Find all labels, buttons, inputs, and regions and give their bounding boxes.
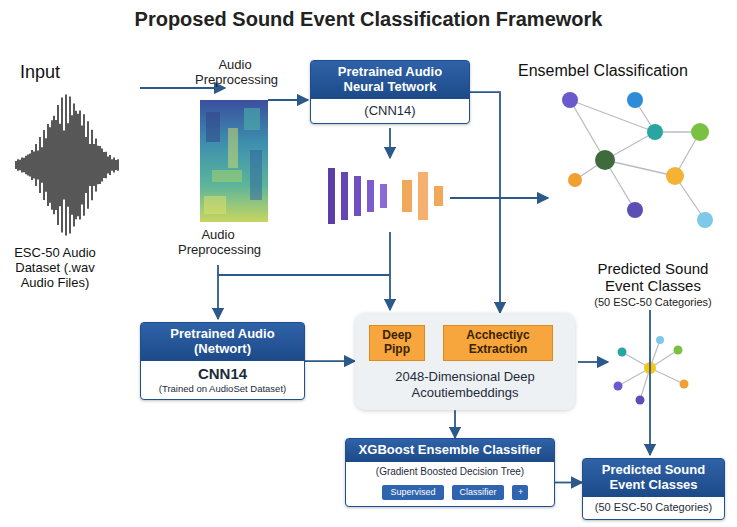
flow-arrow bbox=[305, 360, 355, 362]
tag-button: + bbox=[512, 485, 528, 500]
tag-button: Classifier bbox=[452, 485, 504, 500]
embedding-panel: 2048-Dimensional Deep Acoutiembeddings De… bbox=[355, 313, 575, 410]
node-text: (Trained on AudioSet Dataset) bbox=[147, 383, 298, 394]
node-title: + bbox=[518, 487, 522, 498]
node-title: Classifier bbox=[458, 487, 498, 498]
small-graph bbox=[614, 336, 689, 405]
text-label: Audio Preprocessing bbox=[178, 228, 258, 258]
ensemble-graph bbox=[562, 92, 713, 228]
text-label: Input bbox=[20, 62, 100, 83]
node-text: CNN14 bbox=[147, 365, 298, 383]
cnn-layers bbox=[328, 168, 443, 224]
tag-button: Supervised bbox=[382, 485, 444, 500]
process-box: Pretrained Audio Neural Tetwork (CNN14) bbox=[310, 60, 470, 124]
flow-arrow bbox=[454, 410, 456, 438]
box-body: (CNN14) bbox=[311, 99, 469, 124]
node-title: XGBoost Ensemble Classifier bbox=[346, 439, 554, 462]
box-body: CNN14(Trained on AudioSet Dataset) bbox=[141, 361, 304, 399]
node-title: Supervised bbox=[388, 487, 438, 498]
node-title: Pretrained Audio Neural Tetwork bbox=[311, 61, 469, 99]
node-title: 2048-Dimensional Deep Acoutiembeddings bbox=[363, 369, 567, 400]
node-title: Pretrained Audio (Networt) bbox=[141, 323, 304, 361]
node-text: (CNN14) bbox=[317, 103, 463, 119]
spectrogram bbox=[200, 100, 268, 222]
text-label: Audio Preprocessing bbox=[195, 58, 275, 88]
waveform bbox=[16, 94, 118, 235]
node-title: Acchectiyc Extraction bbox=[448, 329, 548, 357]
node-title: Predicted Sound Event Classes bbox=[583, 459, 724, 497]
text-label: Predicted Sound Event Classes bbox=[578, 260, 728, 295]
flow-lines bbox=[140, 88, 650, 455]
text-label: (50 ESC-50 Categories) bbox=[578, 296, 728, 309]
process-box: XGBoost Ensemble Classifier (Gradient Boo… bbox=[345, 438, 555, 507]
flow-arrow bbox=[555, 482, 582, 484]
node-text: (50 ESC-50 Categories) bbox=[589, 501, 718, 514]
process-box: Pretrained Audio (Networt)CNN14(Trained … bbox=[140, 322, 305, 400]
text-label: ESC-50 Audio Dataset (.wav Audio Files) bbox=[6, 246, 104, 291]
feature-box: Acchectiyc Extraction bbox=[443, 325, 553, 361]
feature-box: Deep Pipp bbox=[369, 325, 425, 361]
box-body: (50 ESC-50 Categories) bbox=[583, 497, 724, 519]
diagram-title: Proposed Sound Event Classification Fram… bbox=[0, 8, 737, 31]
node-title: Deep Pipp bbox=[374, 329, 420, 357]
text-label: Ensembel Classification bbox=[518, 62, 733, 80]
node-text: (Gradient Boosted Decision Tree) bbox=[352, 466, 548, 478]
process-box: Predicted Sound Event Classes (50 ESC-50 … bbox=[582, 458, 725, 520]
flow-arrow bbox=[470, 92, 500, 313]
